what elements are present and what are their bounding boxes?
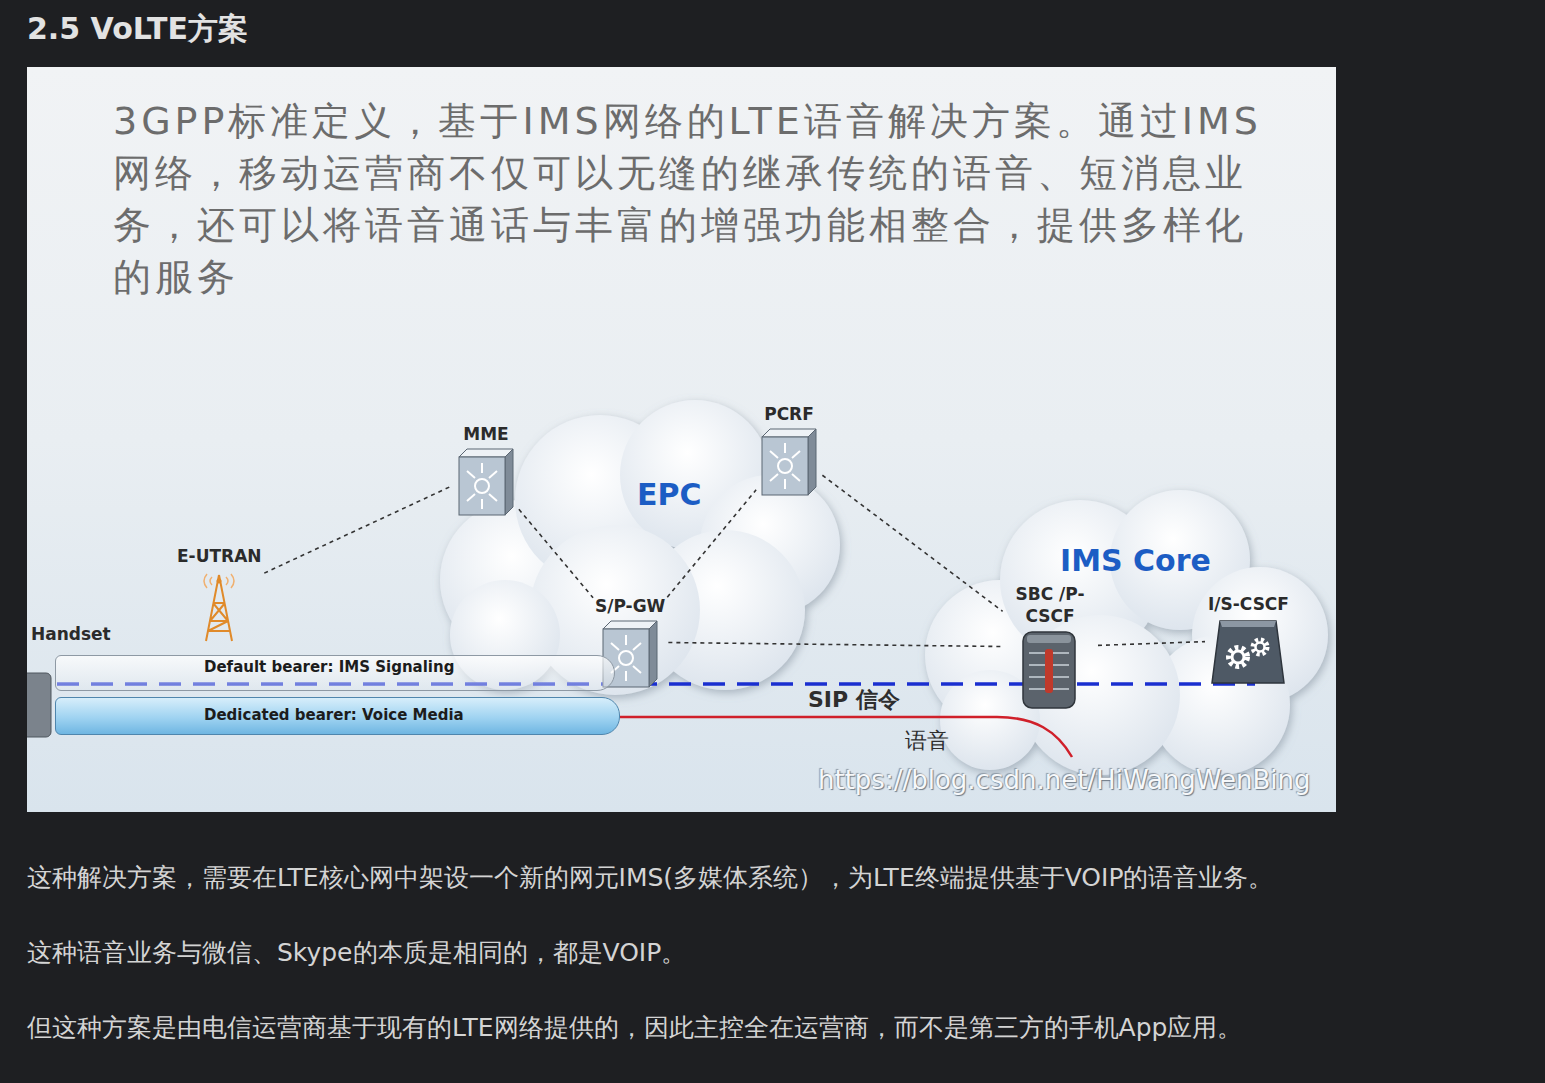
- session-control: I/S-CSCF: [1208, 593, 1289, 687]
- router-icon: [758, 427, 820, 497]
- gear-icon: [1210, 617, 1286, 687]
- element-icon: [1005, 629, 1095, 711]
- bearer-label: Default bearer: IMS Signaling: [56, 656, 614, 676]
- intro-paragraph: 3GPP标准定义，基于IMS网络的LTE语音解决方案。通过IMS网络，移动运营商…: [113, 95, 1263, 303]
- watermark: https://blog.csdn.net/HiWangWenBing: [818, 765, 1311, 795]
- border-controller: SBC /P-CSCF: [1005, 583, 1095, 711]
- signal-label: SIP 信令: [808, 688, 900, 711]
- base-station: E-UTRAN: [177, 545, 262, 643]
- page-title: 2.5 VoLTE方案: [27, 9, 248, 50]
- media-label: 语音: [905, 729, 949, 753]
- router-icon: [455, 447, 517, 517]
- bearer-label: Dedicated bearer: Voice Media: [56, 698, 619, 724]
- element-label: E-UTRAN: [177, 545, 262, 567]
- handset-device: [27, 673, 51, 737]
- element-label: MME: [455, 423, 517, 445]
- dashed-link: [264, 486, 452, 573]
- element-icon: [1208, 617, 1289, 687]
- element-label: Handset: [31, 623, 111, 645]
- cloud-lobe: [1020, 615, 1180, 775]
- cloud-title: EPC: [637, 477, 702, 512]
- network-cloud: IMS CoreSBC /P-CSCF I/S-CSCF: [910, 485, 1330, 775]
- element-label: I/S-CSCF: [1208, 593, 1289, 615]
- element-label: SBC /P-CSCF: [1005, 583, 1095, 627]
- body-paragraph: 这种解决方案，需要在LTE核心网中架设一个新的网元IMS(多媒体系统），为LTE…: [27, 862, 1273, 895]
- cloud-title: IMS Core: [1060, 543, 1211, 578]
- body-paragraph: 但这种方案是由电信运营商基于现有的LTE网络提供的，因此主控全在运营商，而不是第…: [27, 1012, 1242, 1045]
- screenshot-panel: Handset E-UTRAN EPC MME PCRF S/P-GW IMS CoreSB…: [27, 67, 1336, 812]
- cloud-lobe: [1192, 567, 1328, 703]
- network-element: PCRF: [758, 403, 820, 497]
- element-label: S/P-GW: [595, 595, 665, 617]
- element-icon: [758, 427, 820, 497]
- network-cloud: EPC MME PCRF S/P-GW: [425, 395, 845, 695]
- bearer-band: Dedicated bearer: Voice Media: [55, 697, 620, 735]
- bearer-band: Default bearer: IMS Signaling: [55, 655, 615, 691]
- network-element: MME: [455, 423, 517, 517]
- element-label: PCRF: [758, 403, 820, 425]
- tower-icon: [196, 569, 242, 643]
- server-icon: [1019, 629, 1081, 711]
- element-icon: [455, 447, 517, 517]
- body-paragraph: 这种语音业务与微信、Skype的本质是相同的，都是VOIP。: [27, 937, 686, 970]
- handset-label: Handset: [31, 623, 111, 645]
- element-icon: [177, 569, 262, 643]
